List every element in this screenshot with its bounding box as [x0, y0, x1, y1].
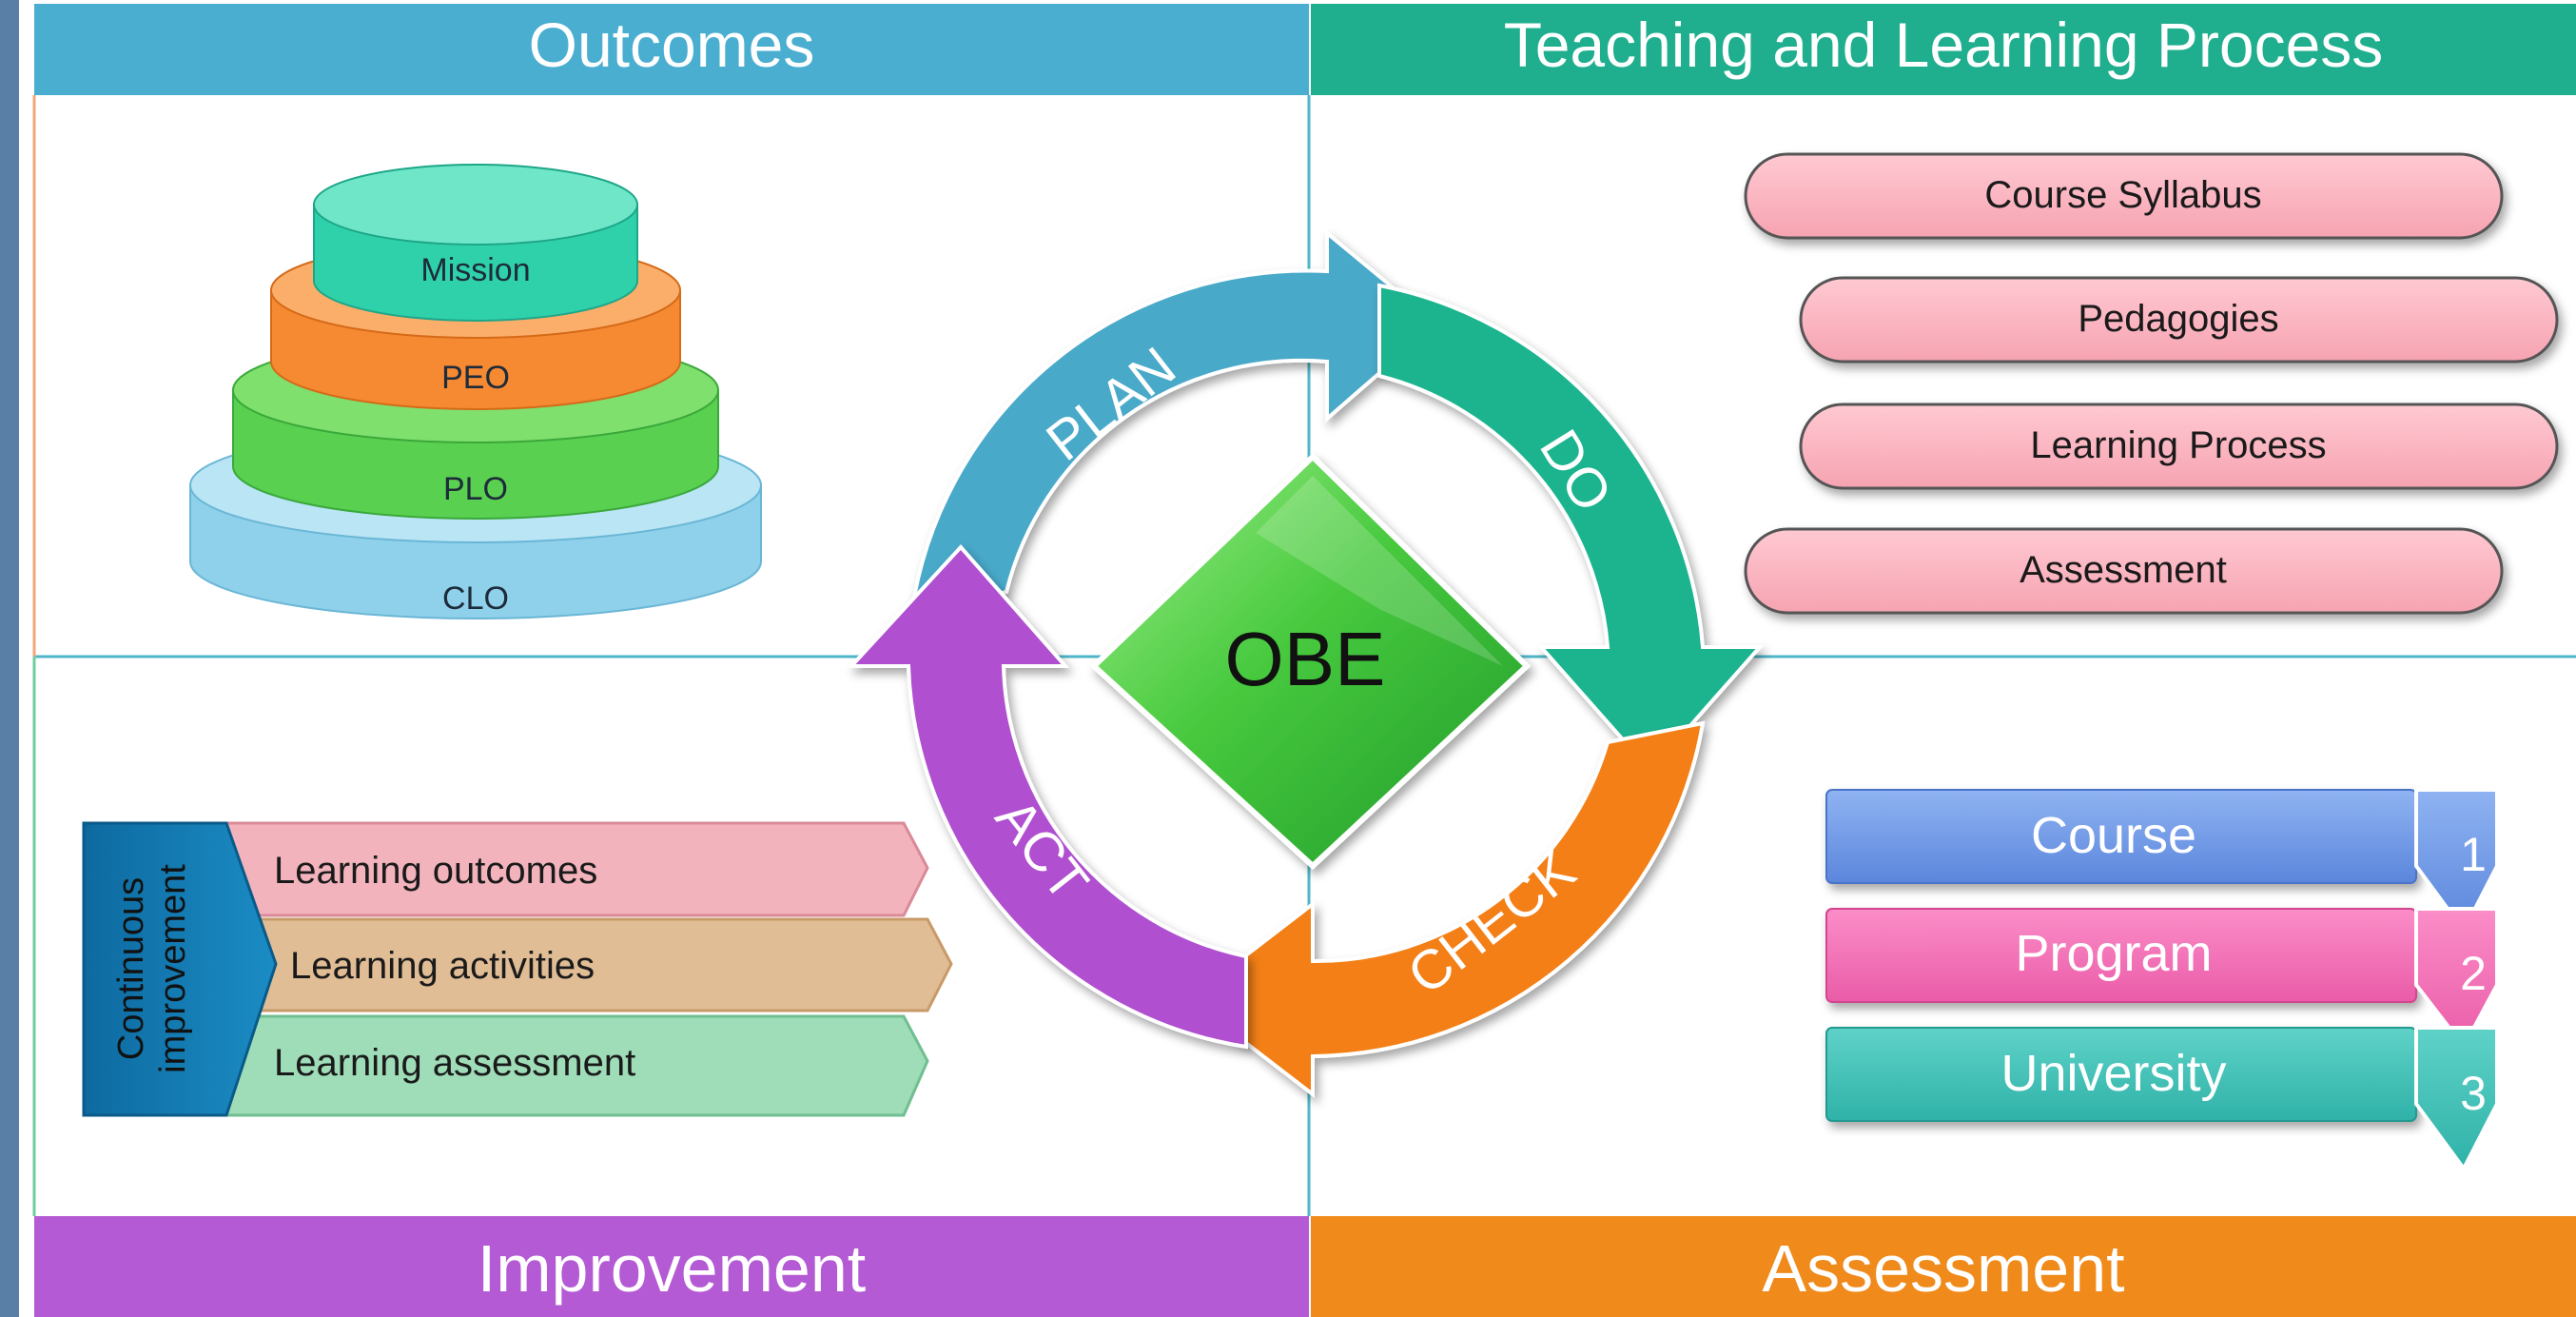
pyramid-label-clo: CLO [442, 580, 509, 617]
check-arrow [1185, 720, 1706, 1099]
svg-text:Course: Course [2031, 807, 2196, 864]
svg-text:3: 3 [2460, 1067, 2487, 1120]
svg-text:Pedagogies: Pedagogies [2078, 298, 2278, 340]
assessment-header [1311, 1216, 2576, 1317]
obe-label: OBE [1225, 617, 1386, 701]
plan-arrow [908, 228, 1440, 618]
svg-text:Learning outcomes: Learning outcomes [274, 850, 597, 892]
svg-text:University: University [2000, 1045, 2226, 1102]
level-program: Program 2 [1825, 907, 2499, 1051]
continuous-item-outcomes: Learning outcomes [224, 821, 929, 917]
level-course: Course 1 [1825, 788, 2499, 934]
improvement-header [34, 1216, 1309, 1317]
assessment-levels: Course 1 Program 2 University 3 [1825, 788, 2499, 1172]
continuous-improvement: Learning outcomes Learning activities Le… [82, 821, 953, 1117]
svg-text:Assessment: Assessment [2020, 549, 2227, 591]
act-arrow [847, 544, 1248, 1050]
svg-text:Learning activities: Learning activities [290, 945, 595, 987]
process-item-pedagogies: Pedagogies [1799, 276, 2559, 364]
svg-text:Program: Program [2015, 925, 2212, 982]
assessment-title: Assessment [1762, 1231, 2124, 1306]
continuous-item-activities: Learning activities [244, 917, 953, 1012]
pdca-cycle: PLAN DO CHECK ACT OBE [847, 228, 1765, 1099]
continuous-item-assessment: Learning assessment [224, 1014, 929, 1117]
process-item-learning-process: Learning Process [1799, 403, 2559, 490]
outcome-pyramid: CLO PLO PEO Mission [189, 164, 762, 619]
svg-text:Continuous: Continuous [111, 877, 151, 1060]
svg-text:1: 1 [2460, 828, 2487, 881]
svg-text:Learning assessment: Learning assessment [274, 1042, 635, 1084]
teaching-header [1311, 4, 2576, 95]
svg-text:2: 2 [2460, 947, 2487, 1000]
continuous-label-block: Continuous improvement [82, 821, 278, 1117]
outcomes-header [34, 4, 1309, 95]
pyramid-label-plo: PLO [443, 471, 508, 507]
pyramid-label-mission: Mission [420, 252, 530, 288]
obe-diamond: OBE [1089, 452, 1532, 871]
outcomes-title: Outcomes [529, 10, 815, 80]
process-list: Course Syllabus Pedagogies Learning Proc… [1744, 152, 2559, 615]
pyramid-layer-mission: Mission [313, 164, 638, 322]
svg-text:improvement: improvement [153, 864, 193, 1073]
svg-text:Learning Process: Learning Process [2030, 424, 2326, 466]
teaching-title: Teaching and Learning Process [1504, 10, 2384, 80]
svg-text:Course Syllabus: Course Syllabus [1984, 174, 2261, 216]
do-arrow [1377, 283, 1765, 775]
level-university: University 3 [1825, 1026, 2499, 1172]
pyramid-label-peo: PEO [441, 360, 510, 396]
process-item-assessment: Assessment [1744, 527, 2504, 615]
improvement-title: Improvement [478, 1231, 866, 1306]
process-item-course-syllabus: Course Syllabus [1744, 152, 2504, 240]
